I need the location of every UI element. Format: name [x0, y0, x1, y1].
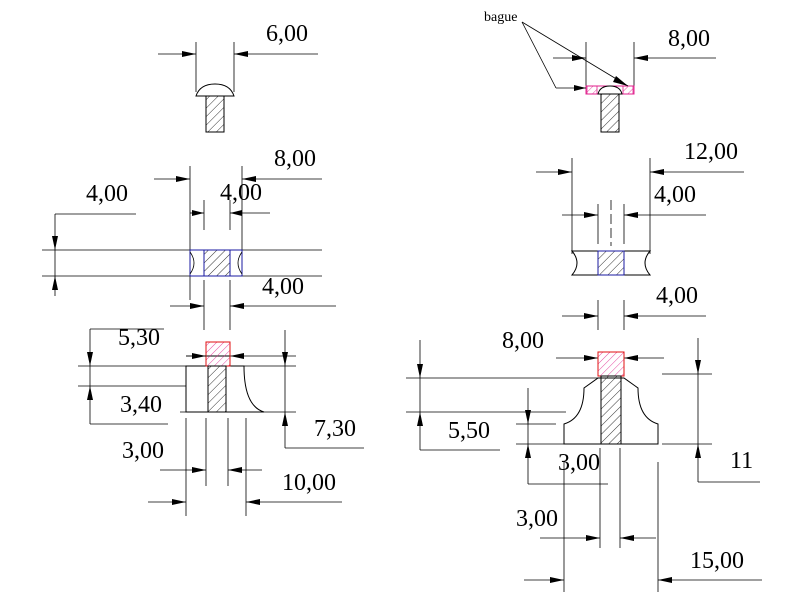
dim-mid-left-height: 4,00	[86, 181, 128, 207]
dim-mid-left-lower: 4,00	[262, 274, 304, 300]
top-right-rivet	[521, 21, 716, 133]
dim-mid-left-inner: 4,00	[220, 180, 262, 206]
dim-mid-left-outer: 8,00	[274, 146, 316, 172]
mid-right-ring	[536, 158, 744, 330]
dim-top-left-width: 6,00	[266, 21, 308, 47]
dim-bot-right-shaft-b: 3,00	[516, 506, 558, 532]
bague-label: bague	[484, 10, 517, 25]
dim-bot-left-shaft: 3,00	[122, 438, 164, 464]
dim-bot-right-base: 15,00	[690, 548, 744, 574]
dim-mid-right-inner: 4,00	[654, 182, 696, 208]
dim-top-right-width: 8,00	[668, 26, 710, 52]
top-left-rivet	[158, 42, 318, 133]
dim-bot-left-total: 7,30	[314, 416, 356, 442]
dim-bot-right-total: 11	[730, 448, 753, 474]
dim-bot-left-top: 5,30	[118, 325, 160, 351]
dim-bot-left-step: 3,40	[120, 392, 162, 418]
dim-mid-right-lower: 4,00	[656, 283, 698, 309]
dim-bot-right-bore: 8,00	[502, 328, 544, 354]
dim-bot-left-base: 10,00	[282, 470, 336, 496]
mid-left-ring	[42, 166, 336, 330]
bottom-left-part	[78, 328, 364, 516]
bottom-right-part	[406, 338, 762, 592]
dim-bot-right-shaft-a: 3,00	[558, 450, 600, 476]
dim-mid-right-outer: 12,00	[684, 139, 738, 165]
dim-bot-right-step: 5,50	[448, 418, 490, 444]
